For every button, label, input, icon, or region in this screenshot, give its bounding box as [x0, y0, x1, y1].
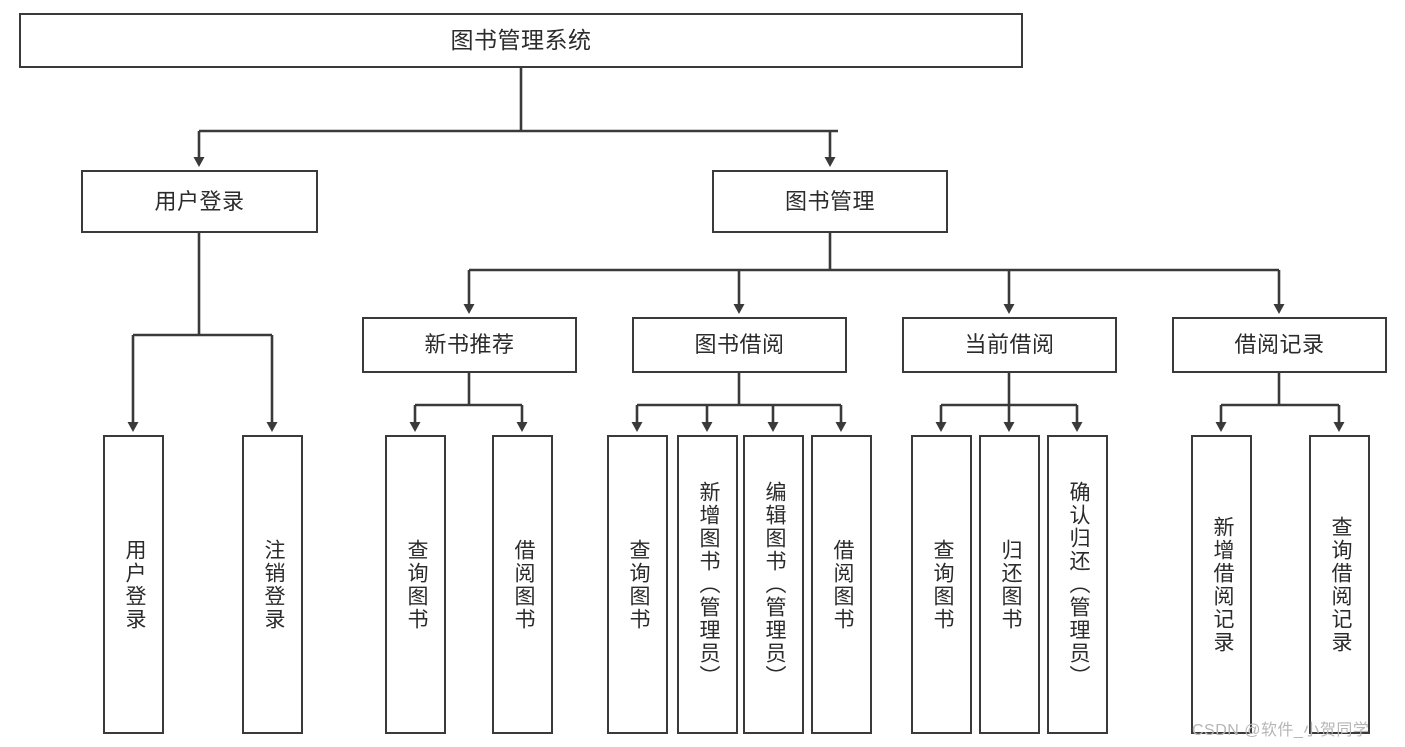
- leaf-query-borrow-record-label: 查询借阅记录: [1328, 515, 1352, 654]
- leaf-query-book-1[interactable]: 查询图书: [385, 435, 446, 734]
- node-user-login[interactable]: 用户登录: [81, 170, 318, 233]
- node-borrow-record[interactable]: 借阅记录: [1172, 317, 1387, 373]
- leaf-logout-login[interactable]: 注销登录: [242, 435, 303, 734]
- node-book-borrow[interactable]: 图书借阅: [632, 317, 847, 373]
- node-borrow-record-label: 借阅记录: [1234, 332, 1325, 358]
- node-root-label: 图书管理系统: [450, 27, 592, 54]
- leaf-add-book-admin-label: 新增图书（管理员）: [696, 481, 720, 688]
- node-new-book-recommend-label: 新书推荐: [424, 332, 515, 358]
- leaf-borrow-book-2-label: 借阅图书: [830, 538, 854, 631]
- leaf-logout-login-label: 注销登录: [261, 538, 285, 631]
- leaf-borrow-book-2[interactable]: 借阅图书: [811, 435, 872, 734]
- node-book-manage-label: 图书管理: [784, 188, 875, 214]
- leaf-edit-book-admin[interactable]: 编辑图书（管理员）: [743, 435, 804, 734]
- leaf-confirm-return-admin[interactable]: 确认归还（管理员）: [1047, 435, 1108, 734]
- leaf-borrow-book-1-label: 借阅图书: [511, 538, 535, 631]
- leaf-query-book-2[interactable]: 查询图书: [607, 435, 668, 734]
- leaf-query-borrow-record[interactable]: 查询借阅记录: [1309, 435, 1370, 734]
- leaf-query-book-3-label: 查询图书: [930, 538, 954, 631]
- node-current-borrow-label: 当前借阅: [964, 332, 1055, 358]
- leaf-confirm-return-admin-label: 确认归还（管理员）: [1066, 481, 1090, 688]
- leaf-add-borrow-record[interactable]: 新增借阅记录: [1191, 435, 1252, 734]
- leaf-user-login-label: 用户登录: [122, 538, 146, 631]
- leaf-edit-book-admin-label: 编辑图书（管理员）: [762, 481, 786, 688]
- leaf-add-book-admin[interactable]: 新增图书（管理员）: [677, 435, 738, 734]
- leaf-query-book-1-label: 查询图书: [404, 538, 428, 631]
- csdn-watermark: CSDN @软件_小贺同学: [1192, 722, 1370, 739]
- leaf-borrow-book-1[interactable]: 借阅图书: [492, 435, 553, 734]
- leaf-return-book[interactable]: 归还图书: [979, 435, 1040, 734]
- node-book-manage[interactable]: 图书管理: [712, 170, 948, 233]
- leaf-return-book-label: 归还图书: [998, 538, 1022, 631]
- node-new-book-recommend[interactable]: 新书推荐: [362, 317, 577, 373]
- leaf-query-book-3[interactable]: 查询图书: [911, 435, 972, 734]
- leaf-add-borrow-record-label: 新增借阅记录: [1210, 515, 1234, 654]
- node-root[interactable]: 图书管理系统: [19, 13, 1023, 68]
- leaf-user-login[interactable]: 用户登录: [103, 435, 164, 734]
- node-book-borrow-label: 图书借阅: [694, 332, 785, 358]
- node-current-borrow[interactable]: 当前借阅: [902, 317, 1117, 373]
- node-user-login-label: 用户登录: [154, 188, 245, 214]
- leaf-query-book-2-label: 查询图书: [626, 538, 650, 631]
